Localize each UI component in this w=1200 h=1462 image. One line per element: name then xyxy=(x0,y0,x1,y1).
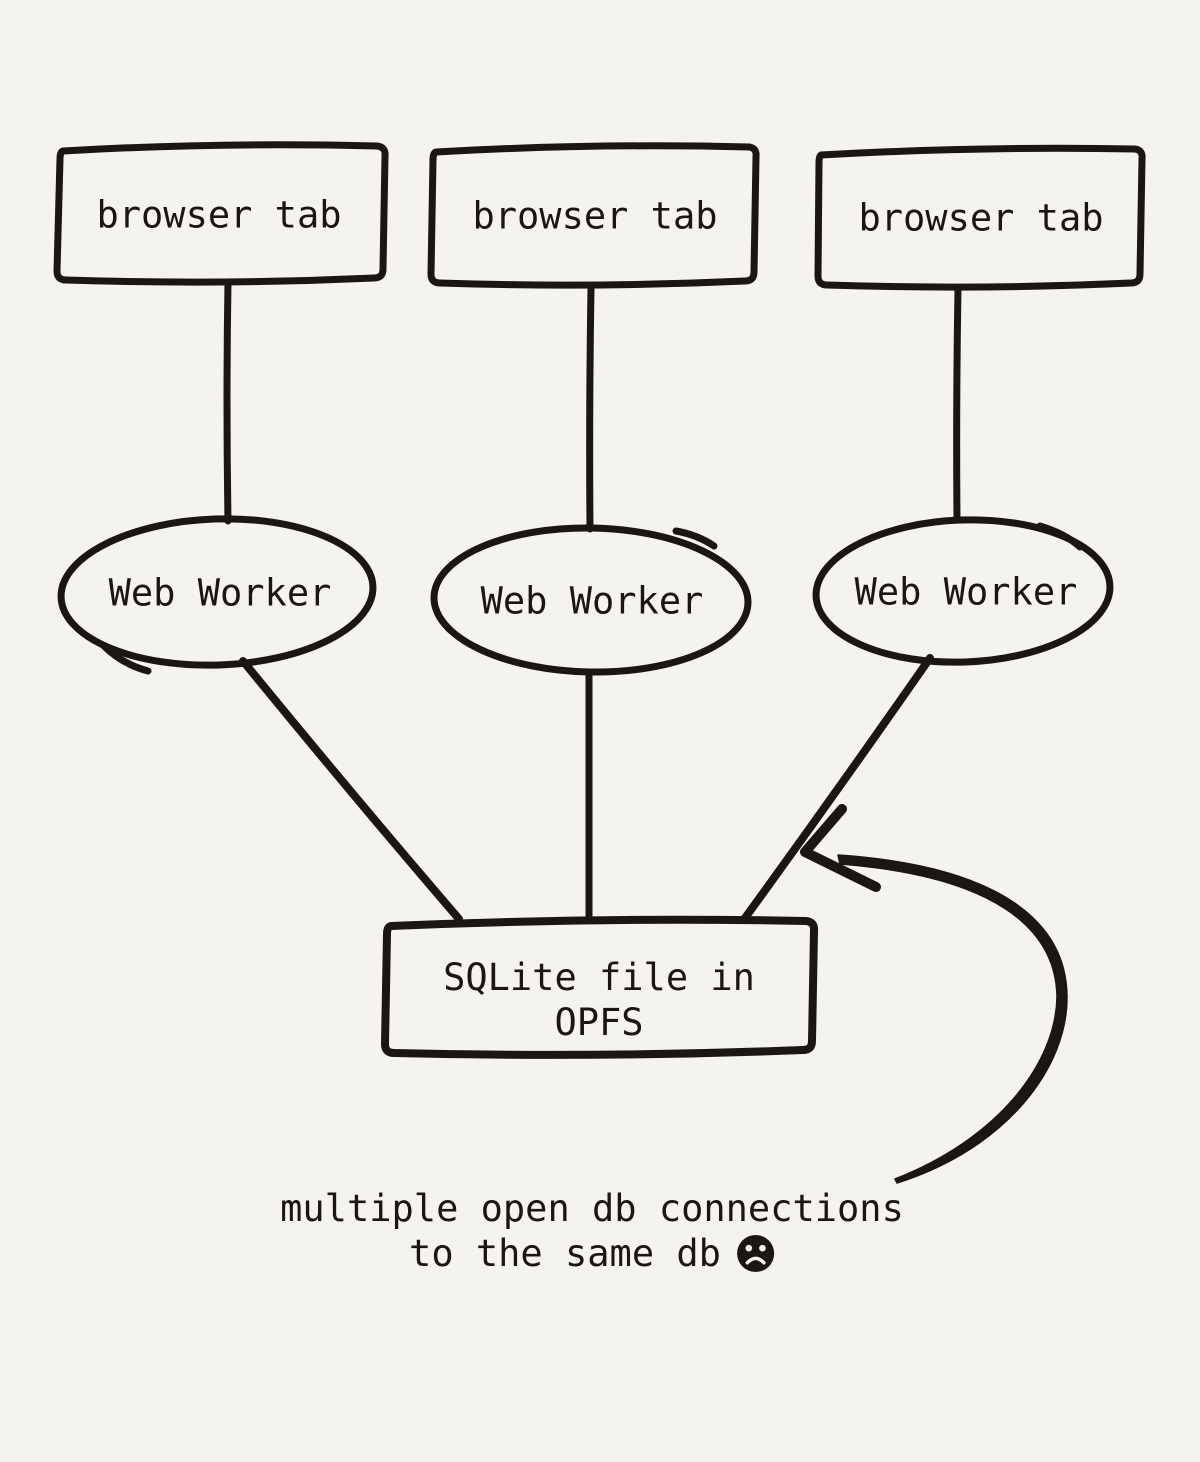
browser-tab-3-label: browser tab xyxy=(858,196,1104,240)
web-worker-3-ellipse xyxy=(812,516,1114,666)
browser-tab-1-label: browser tab xyxy=(96,193,342,237)
caption-line-1: multiple open db connections xyxy=(280,1187,904,1230)
sqlite-opfs-label: SQLite file in OPFS xyxy=(443,955,755,1045)
caption-line-2-text: to the same db xyxy=(409,1232,721,1275)
curved-arrow-head xyxy=(800,804,881,892)
browser-tab-2-box xyxy=(427,142,760,289)
edge-browser-tab-2-web-worker-2 xyxy=(586,283,595,533)
web-worker-2-label: Web Worker xyxy=(480,579,704,623)
curved-arrow-body xyxy=(837,854,1068,1184)
caption-line-2: to the same db xyxy=(280,1231,904,1276)
browser-tab-2-label: browser tab xyxy=(472,194,718,238)
sqlite-opfs-box xyxy=(381,915,819,1059)
web-worker-2-pen-overlap xyxy=(672,527,718,550)
sqlite-opfs-label-line1: SQLite file in xyxy=(443,956,755,999)
edge-browser-tab-1-web-worker-1 xyxy=(223,278,232,525)
web-worker-1-pen-overlap xyxy=(100,642,152,675)
web-worker-3-label: Web Worker xyxy=(854,570,1078,614)
sad-face-icon xyxy=(736,1234,774,1273)
edge-web-worker-3-sqlite xyxy=(741,654,934,922)
browser-tab-3-box xyxy=(814,144,1146,291)
caption: multiple open db connections to the same… xyxy=(280,1186,904,1276)
edge-web-worker-1-sqlite xyxy=(239,657,463,923)
edge-browser-tab-3-web-worker-3 xyxy=(953,284,962,524)
web-worker-1-label: Web Worker xyxy=(108,571,332,615)
sqlite-opfs-label-line2: OPFS xyxy=(554,1001,644,1044)
web-worker-1-ellipse xyxy=(57,515,377,669)
browser-tab-1-box xyxy=(53,141,389,286)
web-worker-3-pen-overlap xyxy=(1036,522,1084,551)
